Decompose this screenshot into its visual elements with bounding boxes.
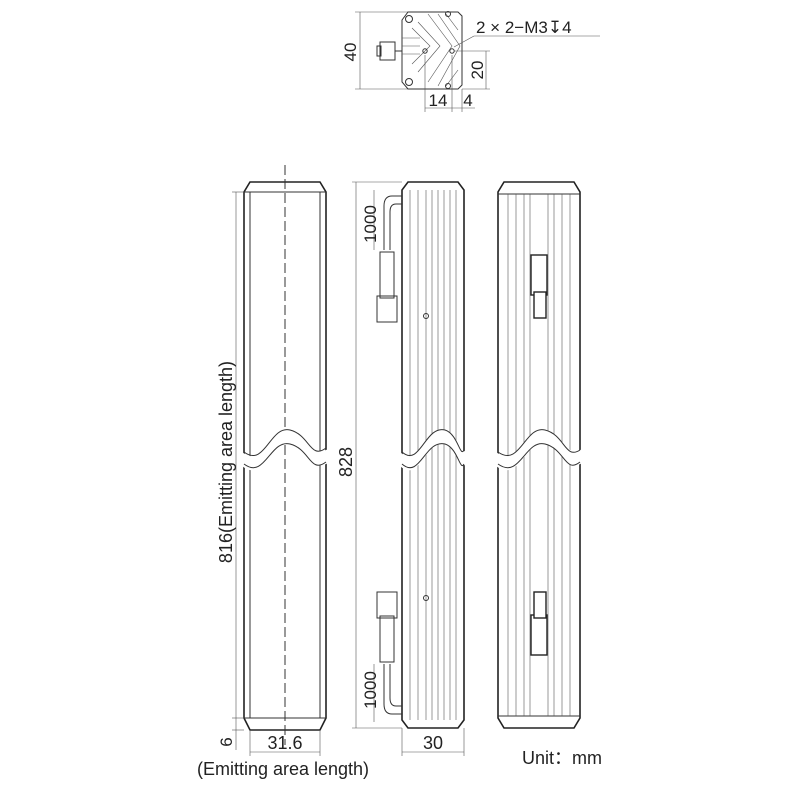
width-dim: 31.6 (267, 733, 302, 753)
overall-length-dim: 828 (336, 447, 356, 477)
depth-dim: 30 (423, 733, 443, 753)
front-view: 816(Emitting area length) 6 31.6 (Emitti… (197, 165, 369, 779)
offset-dim-a: 14 (429, 91, 448, 110)
back-view (496, 181, 584, 729)
width-caption: (Emitting area length) (197, 759, 369, 779)
offset-dim-b: 4 (463, 91, 472, 110)
cable-top-dim: 1000 (361, 205, 380, 243)
end-view-height-dim: 40 (341, 43, 360, 62)
unit-label: Unit：mm (522, 748, 602, 768)
emitting-length-dim: 816(Emitting area length) (216, 361, 236, 563)
end-view: 40 2 × 2−M3↧4 20 14 4 (341, 11, 600, 112)
side-view: 828 1000 1000 30 (336, 181, 468, 756)
cable-bottom-dim: 1000 (361, 671, 380, 709)
end-margin-dim: 6 (217, 737, 236, 746)
hole-spacing-dim: 20 (468, 61, 487, 80)
thread-callout: 2 × 2−M3↧4 (476, 18, 572, 37)
